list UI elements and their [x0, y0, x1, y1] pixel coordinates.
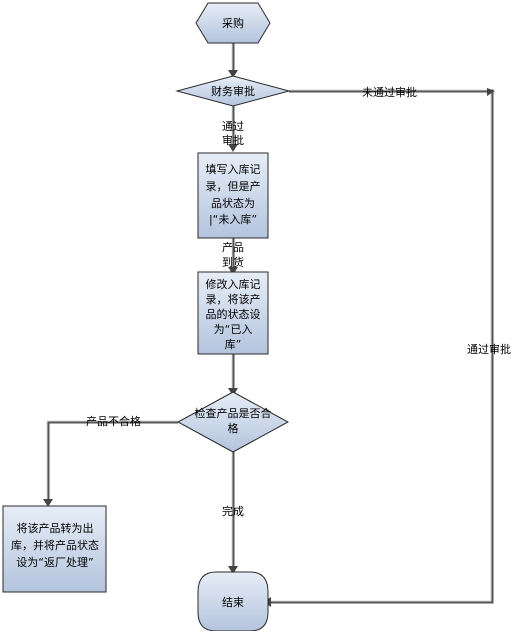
node-return-process-line-3: 设为“返厂处理”: [16, 556, 93, 569]
edge-label-arrived-line-2: 到货: [222, 255, 244, 269]
node-quality-check-line-2: 格: [228, 421, 239, 435]
edge-label-approved-side: 通过审批: [467, 342, 511, 356]
edge-finance-approved: [231, 105, 235, 147]
edge-check-not-qualified: [46, 420, 178, 502]
node-fill-record-line-3: 品状态为: [211, 196, 255, 210]
node-finance-review-label: 财务审批: [211, 84, 255, 98]
edge-modify-to-check: [231, 354, 235, 391]
edge-label-not-qualified: 产品不合格: [86, 414, 141, 428]
node-fill-record-line-1: 填写入库记: [206, 162, 261, 176]
node-fill-record: 填写入库记 录，但是产 品状态为 |“未入库”: [197, 152, 269, 239]
node-quality-check-line-1: 检查产品是否合: [195, 406, 272, 420]
node-modify-record-line-2: 录，将该产: [206, 292, 261, 306]
node-modify-record-line-3: 品的状态设: [206, 307, 261, 321]
edge-label-approved-line-1: 通过: [222, 120, 244, 133]
node-return-process-line-1: 将该产品转为出: [17, 521, 94, 535]
edge-fill-to-modify: [231, 238, 235, 270]
edge-label-approved-line-2: 审批: [222, 133, 244, 147]
node-modify-record-line-1: 修改入库记: [206, 277, 261, 291]
node-modify-record: 修改入库记 录，将该产 品的状态设 为“已入 库”: [197, 271, 269, 355]
node-quality-check: 检查产品是否合 格: [176, 391, 290, 453]
edge-finance-not-approved: [268, 89, 494, 604]
node-end: 结束: [197, 571, 269, 631]
node-end-label: 结束: [222, 596, 244, 609]
node-finance-review: 财务审批: [175, 75, 291, 107]
edge-check-done: [231, 452, 235, 569]
node-fill-record-line-4: |“未入库”: [209, 213, 257, 226]
edge-start-to-finance: [231, 43, 235, 73]
node-fill-record-line-2: 录，但是产: [206, 179, 261, 193]
edge-label-not-approved: 未通过审批: [362, 85, 417, 99]
node-start-label: 采购: [222, 16, 244, 30]
node-modify-record-line-4: 为“已入: [214, 323, 253, 336]
edge-label-done: 完成: [222, 504, 244, 518]
arrowheads: [43, 70, 495, 607]
node-modify-record-line-5: 库”: [225, 338, 242, 351]
edge-label-arrived-line-1: 产品: [222, 240, 244, 254]
node-return-process: 将该产品转为出 库，并将产品状态 设为“返厂处理”: [2, 505, 107, 593]
node-return-process-line-2: 库，并将产品状态: [11, 538, 99, 552]
node-start: 采购: [195, 2, 271, 44]
